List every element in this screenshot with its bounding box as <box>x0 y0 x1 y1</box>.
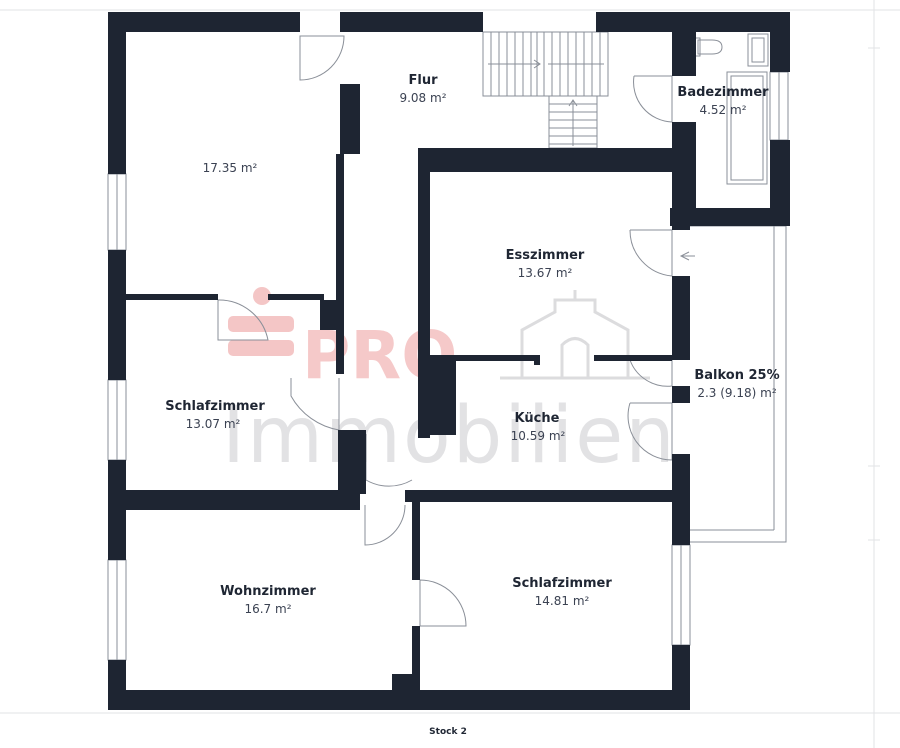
room-area-kueche: 10.59 m² <box>511 429 566 443</box>
room-name-kueche: Küche <box>515 411 560 426</box>
room-name-schlaf2: Schlafzimmer <box>512 576 612 591</box>
room-area-ess: 13.67 m² <box>518 266 573 280</box>
room-name-wohn: Wohnzimmer <box>220 584 316 599</box>
stairs <box>482 31 609 149</box>
balcony-outline <box>689 225 787 543</box>
room-area-nw: 17.35 m² <box>203 161 258 175</box>
watermark-house-icon <box>500 290 650 380</box>
room-name-balkon: Balkon 25% <box>694 368 779 383</box>
room-area-wohn: 16.7 m² <box>244 602 291 616</box>
toilet-icon <box>697 39 723 55</box>
watermark-logo-icon <box>228 287 294 356</box>
room-area-flur: 9.08 m² <box>399 91 446 105</box>
room-area-schlaf2: 14.81 m² <box>535 594 590 608</box>
floor-label: Stock 2 <box>429 727 467 737</box>
door-swings <box>217 35 695 627</box>
bathroom-fixtures <box>691 33 769 185</box>
room-name-ess: Esszimmer <box>506 248 585 263</box>
sink-icon <box>747 33 769 67</box>
room-name-schlaf1: Schlafzimmer <box>165 399 265 414</box>
bathtub-icon <box>726 71 768 185</box>
room-area-balkon: 2.3 (9.18) m² <box>697 386 776 400</box>
room-name-bad: Badezimmer <box>677 85 769 100</box>
room-labels: 17.35 m² Flur 9.08 m² Badezimmer 4.52 m²… <box>165 73 779 616</box>
room-area-schlaf1: 13.07 m² <box>186 417 241 431</box>
windows <box>107 71 789 661</box>
room-area-bad: 4.52 m² <box>699 103 746 117</box>
room-name-flur: Flur <box>408 73 438 88</box>
walls <box>108 12 790 710</box>
